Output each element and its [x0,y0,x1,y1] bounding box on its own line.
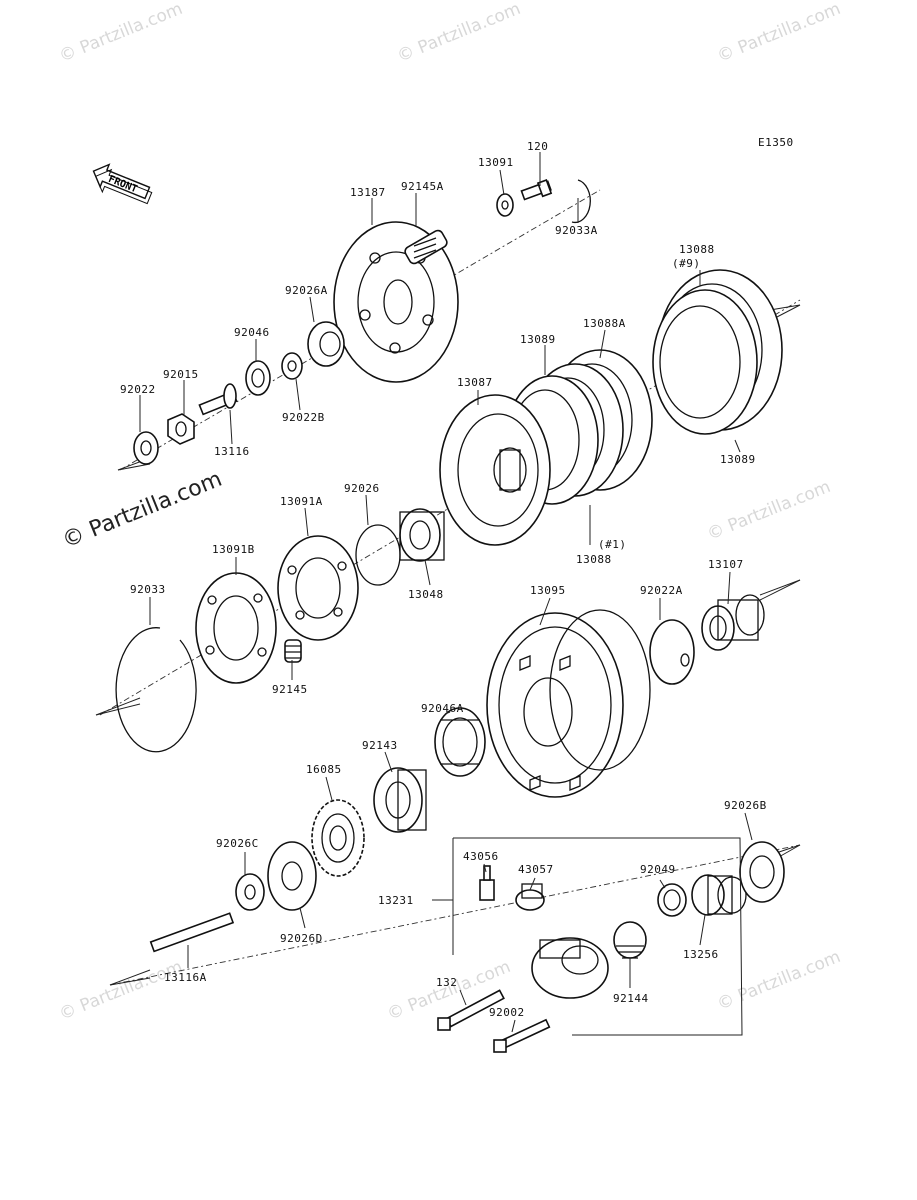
clutch-hub-13087[interactable] [439,394,551,546]
label-92033A[interactable]: 92033A [555,224,598,237]
label-13091[interactable]: 13091 [478,156,514,169]
spring-92145A[interactable] [403,229,448,266]
label-43056[interactable]: 43056 [463,850,499,863]
assembly-bracket-13231 [453,837,743,1036]
needle-bearing-92046A[interactable] [434,707,486,777]
circlip-92033[interactable] [115,627,197,753]
label-13091B[interactable]: 13091B [212,543,255,556]
label-92046[interactable]: 92046 [234,326,270,339]
watermark: © Partzilla.com [394,0,523,67]
piston-13256[interactable] [691,874,747,916]
label-13091A[interactable]: 13091A [280,495,323,508]
copyright-text: © Partzilla.com [59,467,226,554]
leader-lines [139,152,753,1033]
bleeder-43056[interactable] [479,865,495,901]
washer-92026D[interactable] [267,841,317,911]
label-13187[interactable]: 13187 [350,186,386,199]
front-arrow-icon: FRONT [92,163,153,205]
spring-holder-13091[interactable] [496,193,514,217]
label-92026B[interactable]: 92026B [724,799,767,812]
label-92046A[interactable]: 92046A [421,702,464,715]
washer-92026C[interactable] [235,873,265,911]
gear-16085[interactable] [311,799,365,877]
label-13088-bottom[interactable]: 13088 [576,553,612,566]
sleeve-13107[interactable] [701,594,765,651]
release-cylinder-body[interactable] [531,937,609,999]
label-13089-top[interactable]: 13089 [520,333,556,346]
bolt-120[interactable] [520,179,553,201]
label-92022[interactable]: 92022 [120,383,156,396]
label-92026C[interactable]: 92026C [216,837,259,850]
label-120[interactable]: 120 [527,140,548,153]
watermark: © Partzilla.com [56,0,185,67]
label-92144[interactable]: 92144 [613,992,649,1005]
label-43057[interactable]: 43057 [518,863,554,876]
spring-plate-13091B[interactable] [195,572,277,684]
collar-92143[interactable] [373,767,427,833]
bolt-92002[interactable] [493,1018,551,1053]
label-92143[interactable]: 92143 [362,739,398,752]
watermark: © Partzilla.com [704,477,833,545]
label-92145[interactable]: 92145 [272,683,308,696]
spring-plate-13091A[interactable] [277,535,359,641]
label-13107[interactable]: 13107 [708,558,744,571]
label-13231[interactable]: 13231 [378,894,414,907]
bolt-132[interactable] [437,989,505,1031]
label-13116[interactable]: 13116 [214,445,250,458]
label-92022B[interactable]: 92022B [282,411,325,424]
label-13088A[interactable]: 13088A [583,317,626,330]
clutch-plates-stack[interactable] [505,349,653,505]
label-13088-top[interactable]: 13088 [679,243,715,256]
label-13116A[interactable]: 13116A [164,971,207,984]
label-92022A[interactable]: 92022A [640,584,683,597]
label-13088-bottom-note[interactable]: (#1) [598,538,627,551]
gasket-92026B[interactable] [739,841,785,903]
watermark: © Partzilla.com [714,0,843,67]
washer-92022B[interactable] [281,352,303,380]
ring-92026[interactable] [355,524,401,586]
clutch-housing-13095[interactable] [486,609,651,798]
needle-bearing-92046[interactable] [245,360,271,396]
pushrod-13116A[interactable] [149,912,235,953]
label-92033[interactable]: 92033 [130,583,166,596]
spring-92145[interactable] [284,639,302,663]
label-13088-top-note[interactable]: (#9) [672,257,701,270]
label-13089-right[interactable]: 13089 [720,453,756,466]
label-92145A[interactable]: 92145A [401,180,444,193]
label-16085[interactable]: 16085 [306,763,342,776]
washer-92022A[interactable] [649,619,695,685]
part-labels: 13187 92145A 13091 120 92033A 92026A 920… [120,140,767,1019]
label-13087[interactable]: 13087 [457,376,493,389]
label-13256[interactable]: 13256 [683,948,719,961]
spring-92144[interactable] [613,921,647,959]
diagram-code: E1350 [758,136,794,149]
label-92026D[interactable]: 92026D [280,932,323,945]
watermark: © Partzilla.com [714,947,843,1015]
label-92002[interactable]: 92002 [489,1006,525,1019]
cap-43057[interactable] [515,883,545,911]
label-92026[interactable]: 92026 [344,482,380,495]
friction-plate-13088-set[interactable] [652,269,783,435]
watermark: © Partzilla.com [56,957,185,1025]
sleeve-13048[interactable] [399,508,445,562]
label-13095[interactable]: 13095 [530,584,566,597]
washer-92022[interactable] [133,431,159,465]
label-13048[interactable]: 13048 [408,588,444,601]
label-92026A[interactable]: 92026A [285,284,328,297]
label-92049[interactable]: 92049 [640,863,676,876]
pushrod-13116[interactable] [198,383,238,416]
collar-92026A[interactable] [307,321,345,367]
seal-92049[interactable] [657,883,687,917]
nut-92015[interactable] [167,413,195,445]
label-132[interactable]: 132 [436,976,457,989]
label-92015[interactable]: 92015 [163,368,199,381]
